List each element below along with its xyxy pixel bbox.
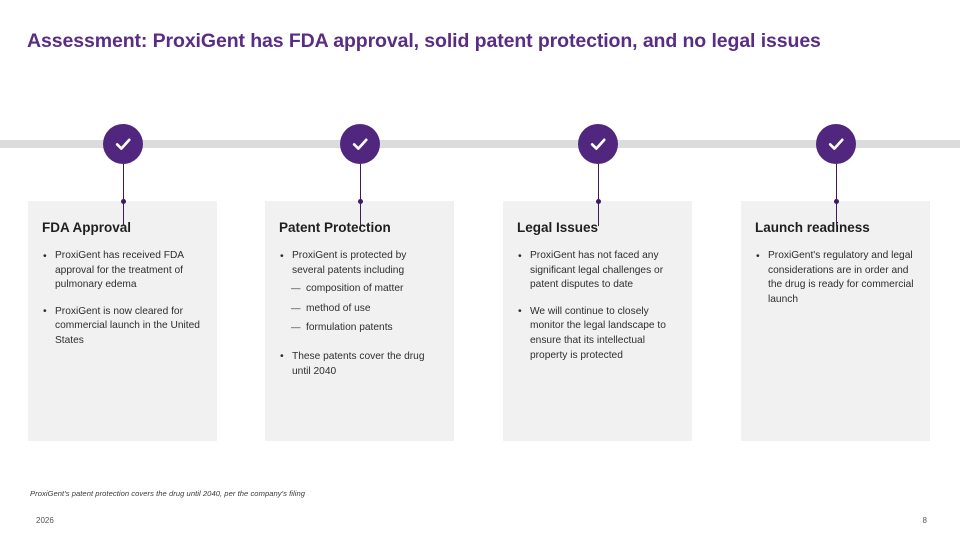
check-icon xyxy=(113,134,133,154)
check-icon xyxy=(826,134,846,154)
list-item: We will continue to closely monitor the … xyxy=(517,304,678,363)
card-title: Patent Protection xyxy=(279,220,391,235)
check-icon xyxy=(350,134,370,154)
list-item: ProxiGent has not faced any significant … xyxy=(517,249,678,293)
card-bullet-list: ProxiGent is protected by several patent… xyxy=(279,249,440,379)
milestone-marker-1[interactable] xyxy=(103,124,143,164)
card-title: Legal Issues xyxy=(517,220,599,235)
milestone-circle-2 xyxy=(340,124,380,164)
footer-year: 2026 xyxy=(36,516,54,525)
check-icon xyxy=(588,134,608,154)
footer-page-number: 8 xyxy=(922,516,927,525)
card-bullet-list: ProxiGent's regulatory and legal conside… xyxy=(755,248,916,307)
list-item: These patents cover the drug until 2040 xyxy=(279,349,440,379)
sub-list-item: method of use xyxy=(291,302,440,317)
milestone-marker-4[interactable] xyxy=(816,124,856,164)
milestone-connector-dot-1 xyxy=(120,199,126,204)
list-item: ProxiGent is protected by several patent… xyxy=(279,249,440,336)
milestone-circle-1 xyxy=(103,124,143,164)
milestone-circle-4 xyxy=(816,124,856,164)
timeline-rail xyxy=(0,140,960,148)
milestone-connector-2 xyxy=(359,164,361,226)
list-item-text: ProxiGent is protected by several patent… xyxy=(292,250,407,276)
content-card-patent-protection[interactable]: Patent Protection ProxiGent is protected… xyxy=(265,201,454,441)
milestone-connector-4 xyxy=(835,164,837,226)
content-card-legal-issues[interactable]: Legal Issues ProxiGent has not faced any… xyxy=(503,201,692,441)
list-item: ProxiGent is now cleared for commercial … xyxy=(42,304,203,349)
card-bullet-list: ProxiGent has received FDA approval for … xyxy=(42,249,203,349)
milestone-connector-1 xyxy=(122,164,124,226)
sub-list-item: formulation patents xyxy=(291,321,440,336)
card-title: Launch readiness xyxy=(755,220,870,235)
page-title: Assessment: ProxiGent has FDA approval, … xyxy=(27,30,821,52)
milestone-marker-3[interactable] xyxy=(578,124,618,164)
milestone-circle-3 xyxy=(578,124,618,164)
list-item: ProxiGent has received FDA approval for … xyxy=(42,249,203,293)
milestone-connector-3 xyxy=(597,164,599,226)
footnote: ProxiGent's patent protection covers the… xyxy=(30,489,306,498)
sub-list-item: composition of matter xyxy=(291,282,440,297)
milestone-connector-dot-3 xyxy=(595,199,601,204)
card-bullet-list: ProxiGent has not faced any significant … xyxy=(517,249,678,363)
card-sub-bullet-list: composition of matter method of use form… xyxy=(291,282,440,336)
content-card-launch-readiness[interactable]: Launch readiness ProxiGent's regulatory … xyxy=(741,201,930,441)
milestone-marker-2[interactable] xyxy=(340,124,380,164)
milestone-connector-dot-2 xyxy=(357,199,363,204)
content-card-fda-approval[interactable]: FDA Approval ProxiGent has received FDA … xyxy=(28,201,217,441)
list-item: ProxiGent's regulatory and legal conside… xyxy=(755,248,916,307)
milestone-connector-dot-4 xyxy=(833,199,839,204)
card-title: FDA Approval xyxy=(42,220,132,235)
